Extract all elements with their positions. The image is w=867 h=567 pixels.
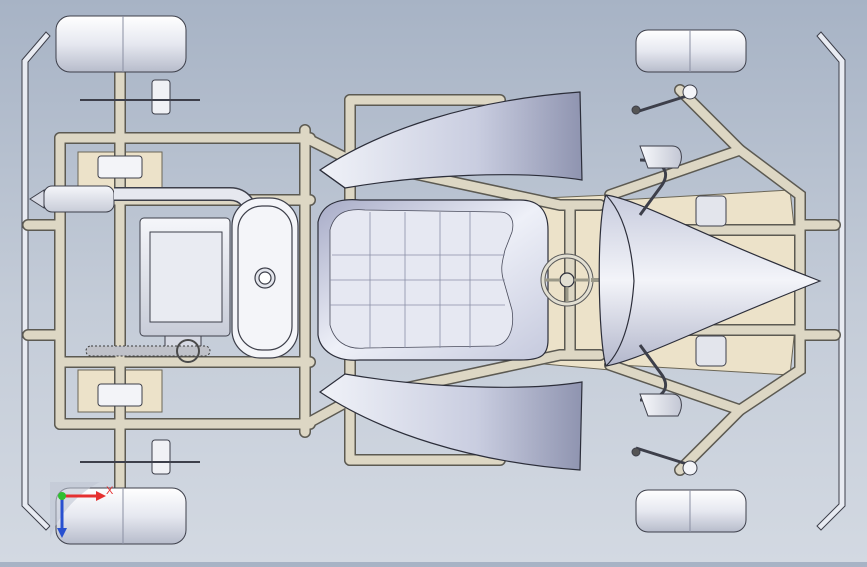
- seat: [317, 199, 549, 361]
- front-right-tire: [635, 489, 747, 533]
- rear-brake-calipers: [80, 79, 200, 475]
- reference-triad: X: [50, 482, 114, 538]
- x-axis-label: X: [106, 485, 114, 497]
- x-axis-arrow-head: [96, 491, 106, 501]
- left-side-bumper: [21, 31, 51, 531]
- nose-cone: [598, 194, 822, 367]
- y-axis-dot: [58, 492, 66, 500]
- z-axis-arrow-head: [57, 528, 67, 538]
- left-side-pod: [318, 91, 583, 189]
- front-lamps: [695, 195, 727, 367]
- front-left-tire: [635, 29, 747, 73]
- engine: [139, 217, 231, 355]
- right-side-pod: [318, 373, 583, 471]
- drive-chain: [85, 339, 211, 363]
- fuel-tank: [231, 197, 299, 359]
- rear-left-tire: [55, 15, 187, 73]
- front-hubs: [631, 84, 698, 476]
- rear-axle-bearings: [97, 155, 143, 407]
- brake-ducts: [639, 145, 682, 417]
- right-side-bumper: [816, 31, 846, 531]
